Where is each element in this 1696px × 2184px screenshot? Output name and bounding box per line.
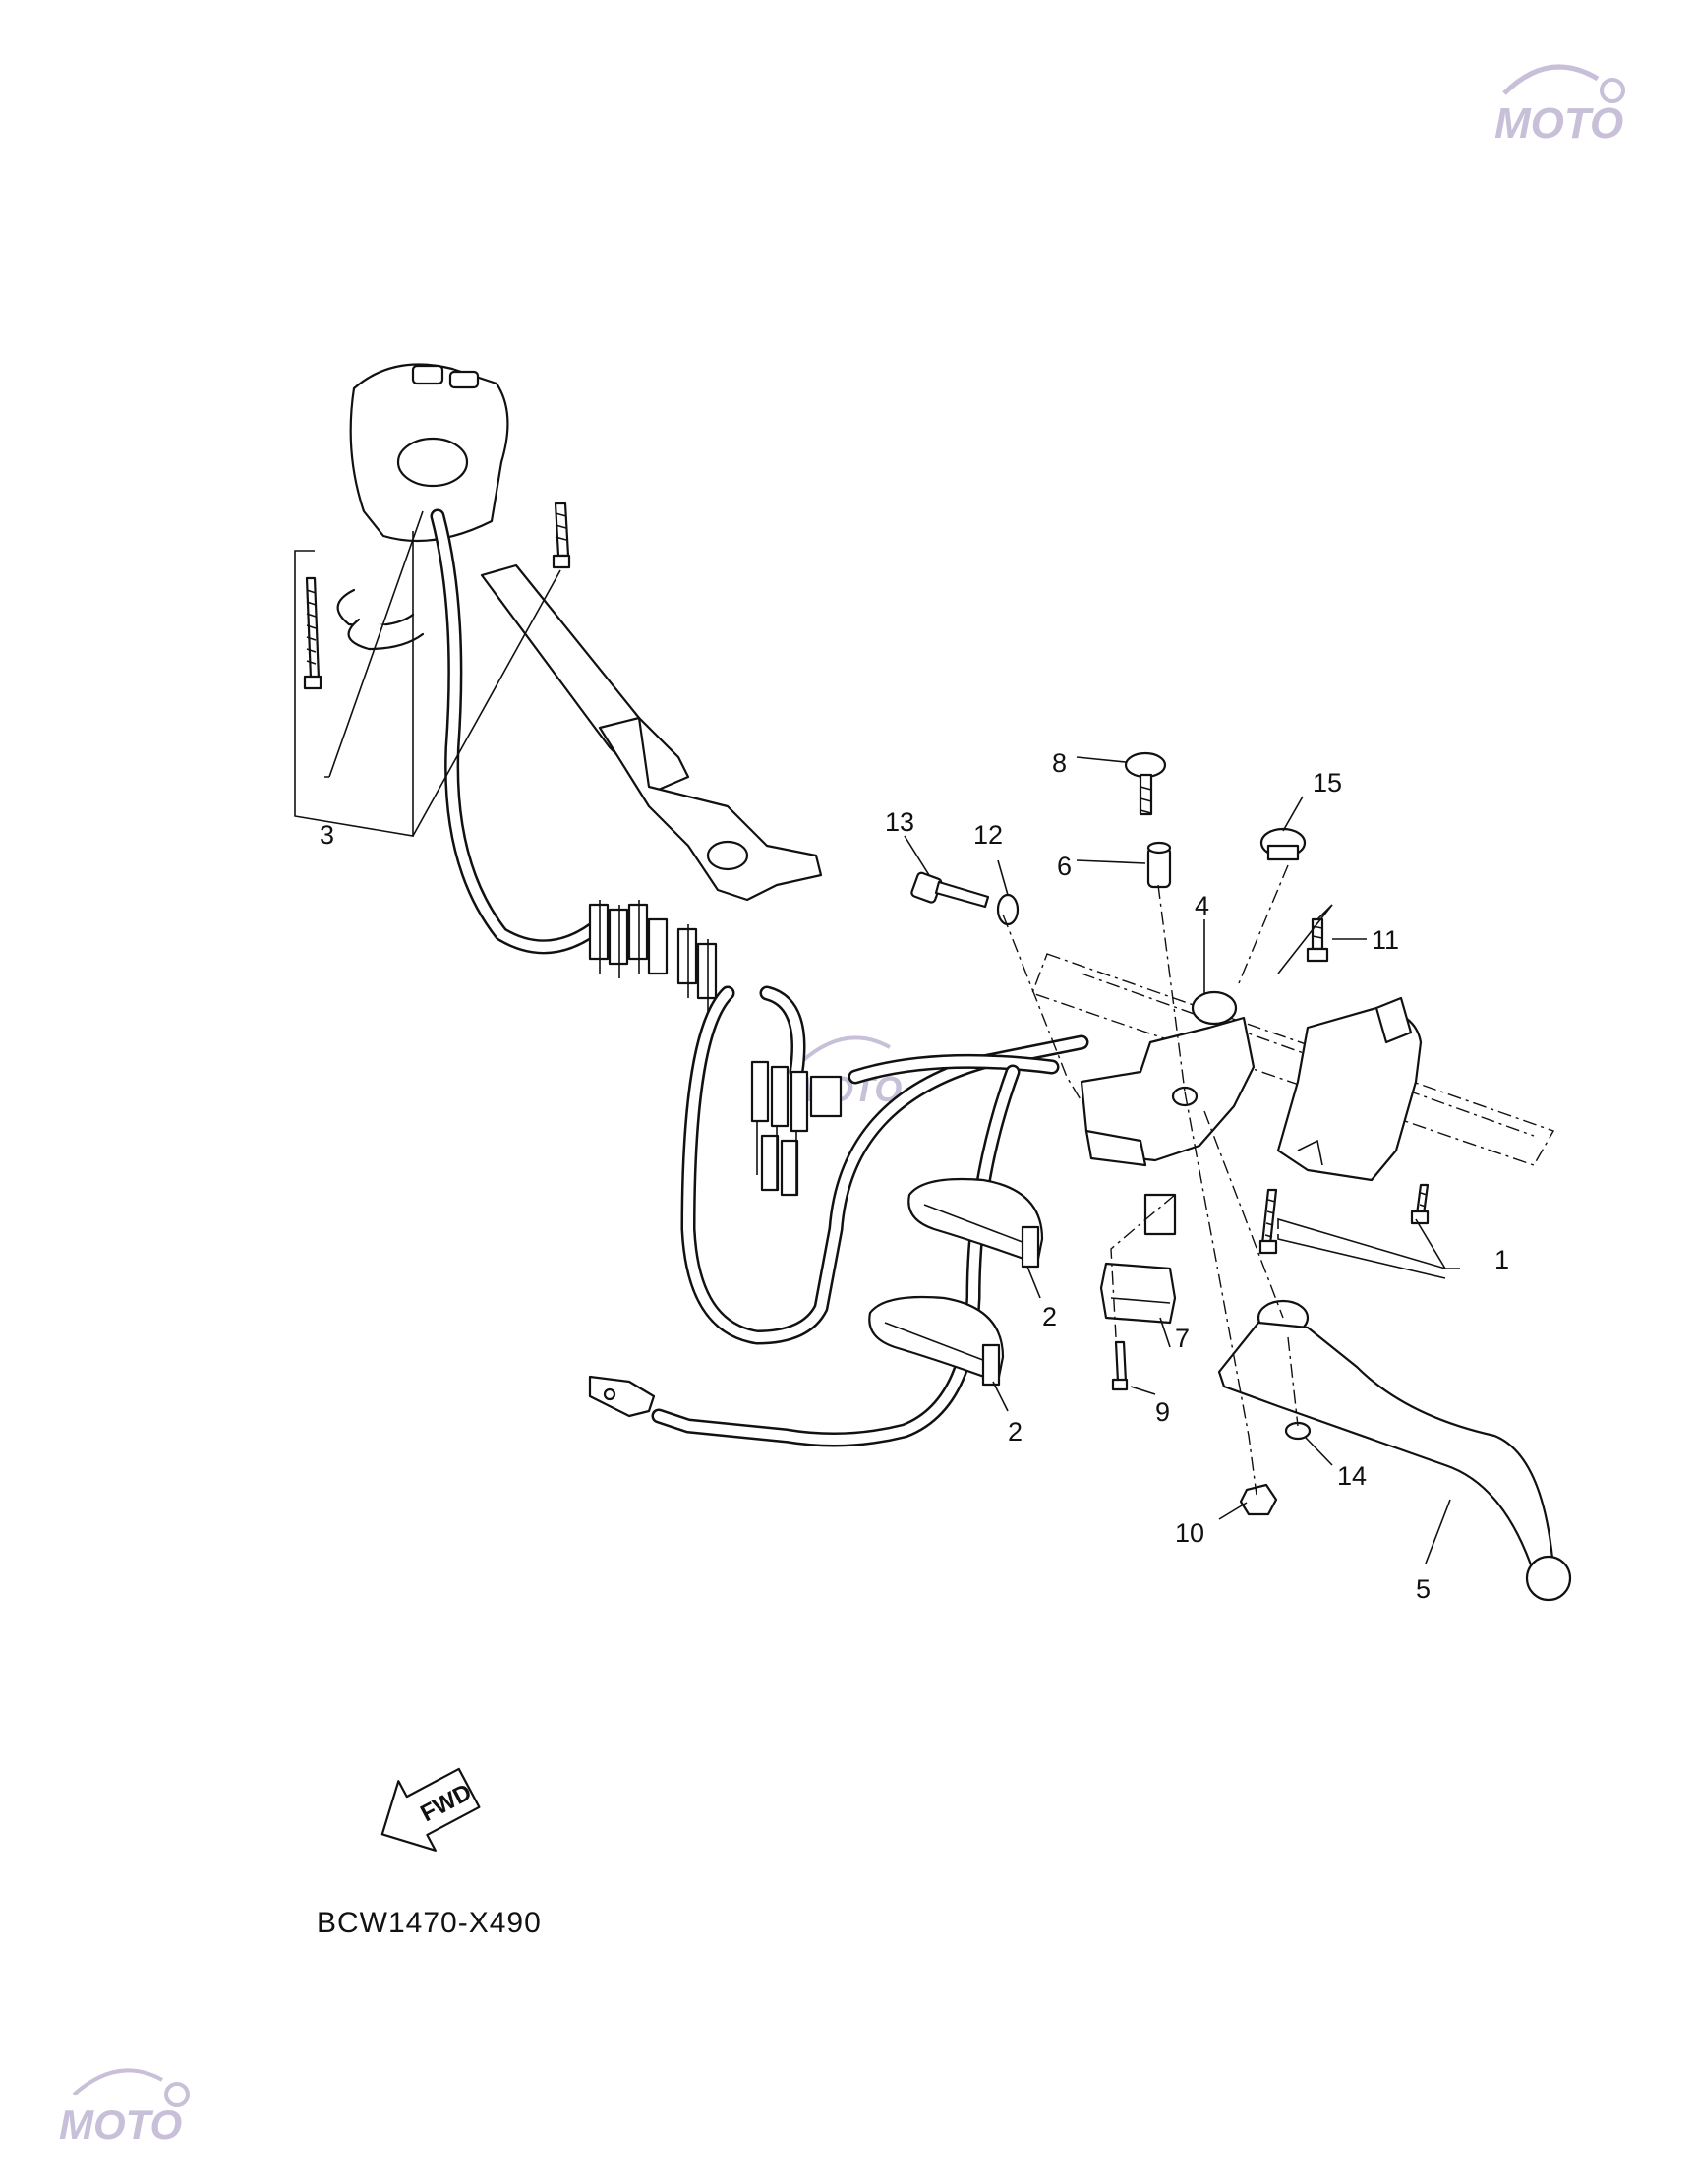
watermark-logo-bottom: MOTO bbox=[59, 2068, 190, 2148]
callout-2-lower: 2 bbox=[1008, 1417, 1023, 1446]
leader-3 bbox=[294, 531, 414, 837]
right-switch-housing bbox=[1258, 996, 1430, 1255]
callout-6: 6 bbox=[1057, 852, 1072, 881]
callout-3: 3 bbox=[320, 820, 334, 850]
cable-band-upper bbox=[907, 1177, 1044, 1269]
callout-15: 15 bbox=[1313, 768, 1342, 797]
watermark-text: MOTO bbox=[1494, 99, 1623, 148]
callout-13: 13 bbox=[885, 807, 914, 837]
washer-12 bbox=[996, 893, 1020, 926]
bolt-13 bbox=[910, 871, 990, 909]
watermark-logo-top: MOTO bbox=[1494, 64, 1625, 148]
pivot-bolt-8 bbox=[1124, 751, 1167, 816]
collar-6 bbox=[1146, 841, 1172, 889]
main-wire-harness bbox=[588, 985, 1089, 1447]
callout-7: 7 bbox=[1175, 1324, 1190, 1353]
watermark-text: MOTO bbox=[59, 2101, 182, 2148]
screw-3-short bbox=[552, 502, 571, 569]
leader-1 bbox=[1277, 1217, 1460, 1279]
callout-11: 11 bbox=[1372, 925, 1399, 955]
callout-2-upper: 2 bbox=[1042, 1302, 1057, 1331]
cable-band-lower bbox=[868, 1295, 1005, 1387]
nut-10 bbox=[1239, 1483, 1278, 1516]
cap-15 bbox=[1259, 827, 1307, 861]
callout-10: 10 bbox=[1175, 1518, 1204, 1548]
diagram-code: BCW1470-X490 bbox=[317, 1907, 542, 1939]
left-switch-assembly bbox=[303, 363, 823, 1013]
left-connector-group bbox=[588, 900, 718, 1013]
lever-5 bbox=[1217, 1299, 1572, 1602]
callout-5: 5 bbox=[1416, 1574, 1431, 1604]
callout-4: 4 bbox=[1195, 891, 1209, 920]
callout-12: 12 bbox=[973, 820, 1003, 850]
callout-1: 1 bbox=[1494, 1245, 1509, 1274]
callout-8: 8 bbox=[1052, 748, 1067, 778]
forward-arrow-icon: FWD bbox=[380, 1767, 481, 1852]
callout-14: 14 bbox=[1337, 1461, 1367, 1491]
callout-9: 9 bbox=[1155, 1397, 1170, 1427]
lever-holder-assembly bbox=[1080, 990, 1256, 1391]
screw-11 bbox=[1306, 917, 1329, 963]
screw-3-long bbox=[303, 576, 322, 690]
